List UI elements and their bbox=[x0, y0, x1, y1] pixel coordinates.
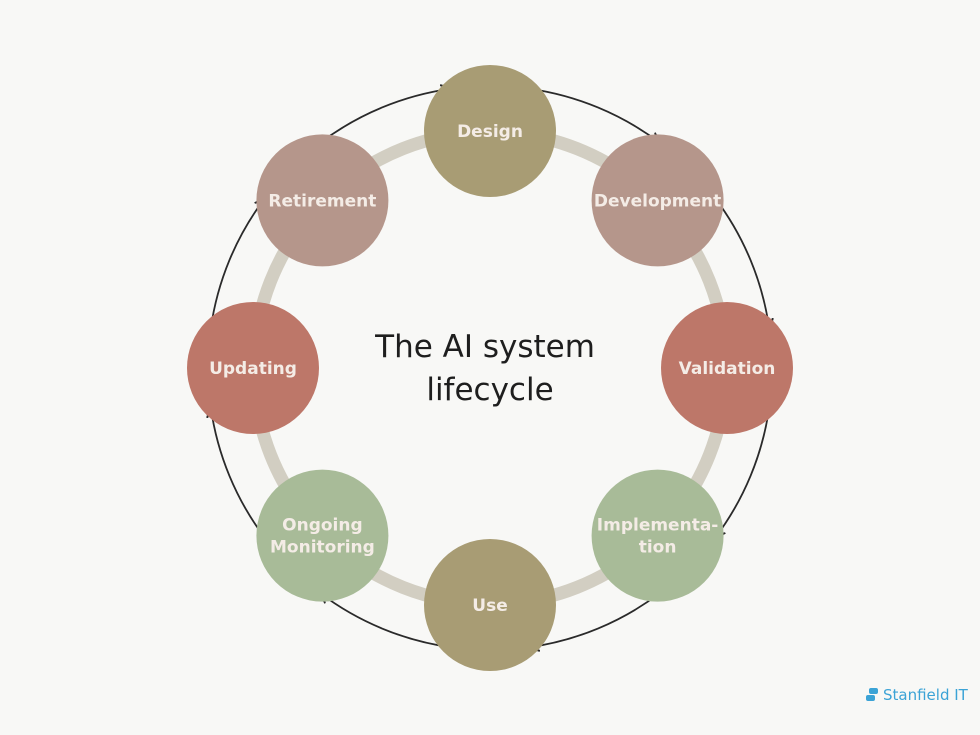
stage-label-line: tion bbox=[639, 538, 677, 558]
stage-circle-validation bbox=[661, 302, 793, 434]
stage-label-use: Use bbox=[472, 596, 507, 616]
cycle-arrow bbox=[529, 592, 661, 647]
cycle-arrow bbox=[320, 593, 452, 649]
stage-label-line: Validation bbox=[679, 359, 776, 379]
diagram-title: The AI system lifecycle bbox=[374, 329, 605, 408]
cycle-arrow bbox=[715, 406, 771, 537]
cycle-arrow bbox=[319, 89, 450, 144]
stage-label-retirement: Retirement bbox=[268, 191, 376, 211]
logo-mark-icon bbox=[866, 688, 882, 702]
stage-node-development: Development bbox=[591, 134, 724, 267]
stage-circle-development bbox=[591, 134, 724, 267]
diagram-title-line-2: lifecycle bbox=[426, 372, 553, 408]
stage-label-line: Monitoring bbox=[270, 538, 375, 558]
stage-node-design: Design bbox=[424, 65, 556, 197]
stage-nodes: DesignDevelopmentValidationImplementa-ti… bbox=[187, 65, 793, 671]
stage-circle-design bbox=[424, 65, 556, 197]
diagram-title-line-1: The AI system bbox=[374, 329, 595, 365]
stage-circle-implementation bbox=[591, 469, 724, 602]
stage-label-line: Updating bbox=[209, 359, 297, 379]
stage-node-retirement: Retirement bbox=[256, 134, 389, 267]
stage-circle-ongoing-monitoring bbox=[256, 469, 389, 602]
cycle-arrow bbox=[528, 87, 659, 143]
logo-text: Stanfield IT bbox=[883, 686, 968, 704]
cycle-arrow bbox=[714, 197, 769, 328]
cycle-arrow bbox=[211, 407, 266, 539]
stage-node-validation: Validation bbox=[661, 302, 793, 434]
cycle-arrow bbox=[209, 198, 265, 330]
stage-label-implementation: Implementa-tion bbox=[597, 516, 719, 558]
stage-label-line: Implementa- bbox=[597, 516, 719, 536]
stage-label-development: Development bbox=[594, 191, 721, 211]
stage-node-updating: Updating bbox=[187, 302, 319, 434]
stage-label-line: Design bbox=[457, 122, 523, 142]
stage-label-line: Development bbox=[594, 191, 721, 211]
stage-node-use: Use bbox=[424, 539, 556, 671]
stage-label-design: Design bbox=[457, 122, 523, 142]
stage-node-implementation: Implementa-tion bbox=[591, 469, 724, 602]
stage-circle-retirement bbox=[256, 134, 389, 267]
stage-circle-updating bbox=[187, 302, 319, 434]
stage-label-updating: Updating bbox=[209, 359, 297, 379]
stage-circle-use bbox=[424, 539, 556, 671]
stage-label-validation: Validation bbox=[679, 359, 776, 379]
cycle-arrows bbox=[211, 89, 770, 648]
stage-label-line: Use bbox=[472, 596, 507, 616]
stage-label-line: Retirement bbox=[268, 191, 376, 211]
stage-label-line: Ongoing bbox=[282, 516, 363, 536]
stanfield-it-logo: Stanfield IT bbox=[866, 686, 968, 704]
